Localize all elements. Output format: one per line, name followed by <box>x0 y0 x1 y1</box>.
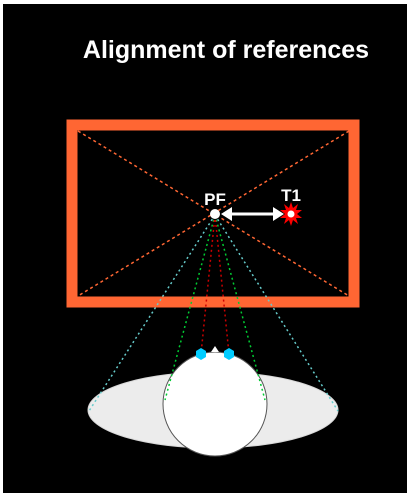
eye-right-icon <box>224 348 234 360</box>
red-line-right-eye <box>214 214 230 355</box>
cyan-line-right <box>214 214 339 412</box>
pf-point <box>210 209 220 219</box>
green-line-right <box>214 214 266 401</box>
screen-frame <box>66 119 360 308</box>
red-line-left-eye <box>200 214 216 355</box>
target-t1-icon <box>280 202 302 226</box>
t1-label: T1 <box>281 186 301 205</box>
pf-label: PF <box>204 190 226 209</box>
diagram-title: Alignment of references <box>82 36 370 64</box>
double-arrow-icon <box>221 207 284 221</box>
cyan-line-left <box>88 214 216 412</box>
head-circle <box>162 351 268 457</box>
green-line-left <box>164 214 216 401</box>
eye-left-icon <box>196 348 206 360</box>
nose-marker <box>211 346 219 352</box>
